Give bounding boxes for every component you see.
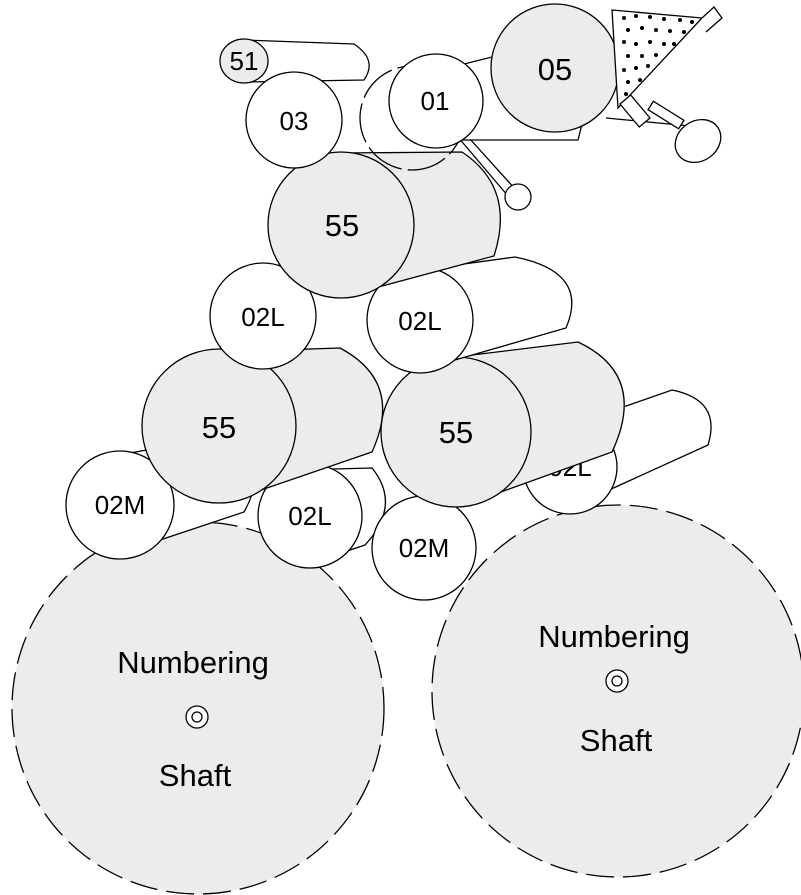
roller-label: 02L <box>288 501 331 531</box>
ink-dots <box>622 14 694 96</box>
roller-51: 51 <box>219 38 370 84</box>
roller-label: 51 <box>230 46 259 76</box>
shaft-label-bottom: Shaft <box>159 758 232 793</box>
roller-label: 03 <box>280 106 309 136</box>
shaft-label-bottom: Shaft <box>580 723 653 758</box>
shaft-hub-icon <box>605 669 629 693</box>
adjust-knob-icon <box>674 118 722 164</box>
roller-02m-center: 02M <box>371 495 477 601</box>
roller-label: 05 <box>538 52 572 87</box>
roller-02l-left-pair: 02L <box>209 262 317 370</box>
roller-02l-bottom: 02L <box>257 463 386 569</box>
roller-label: 55 <box>439 415 473 450</box>
shaft-label-top: Numbering <box>538 619 690 654</box>
ink-fountain <box>605 6 723 164</box>
roller-label: 02L <box>241 302 284 332</box>
roller-label: 55 <box>202 410 236 445</box>
roller-55-top: 55 <box>267 151 501 299</box>
numbering-shaft-left: Numbering Shaft <box>11 521 385 895</box>
roller-label: 02M <box>399 533 450 563</box>
numbering-shaft-right: Numbering Shaft <box>431 504 801 878</box>
shaft-hub-icon <box>185 705 209 729</box>
shaft-label-top: Numbering <box>117 645 269 680</box>
roller-55-right: 55 <box>380 341 625 508</box>
roller-05: 05 <box>490 3 620 133</box>
small-roller-icon <box>504 183 532 211</box>
roller-label: 01 <box>421 86 450 116</box>
roller-55-left: 55 <box>141 347 384 504</box>
roller-label: 02L <box>398 306 441 336</box>
roller-03: 03 <box>245 71 343 169</box>
roller-label: 55 <box>325 208 359 243</box>
roller-02l-right-pair: 02L <box>366 256 573 374</box>
roller-label: 02M <box>95 490 146 520</box>
